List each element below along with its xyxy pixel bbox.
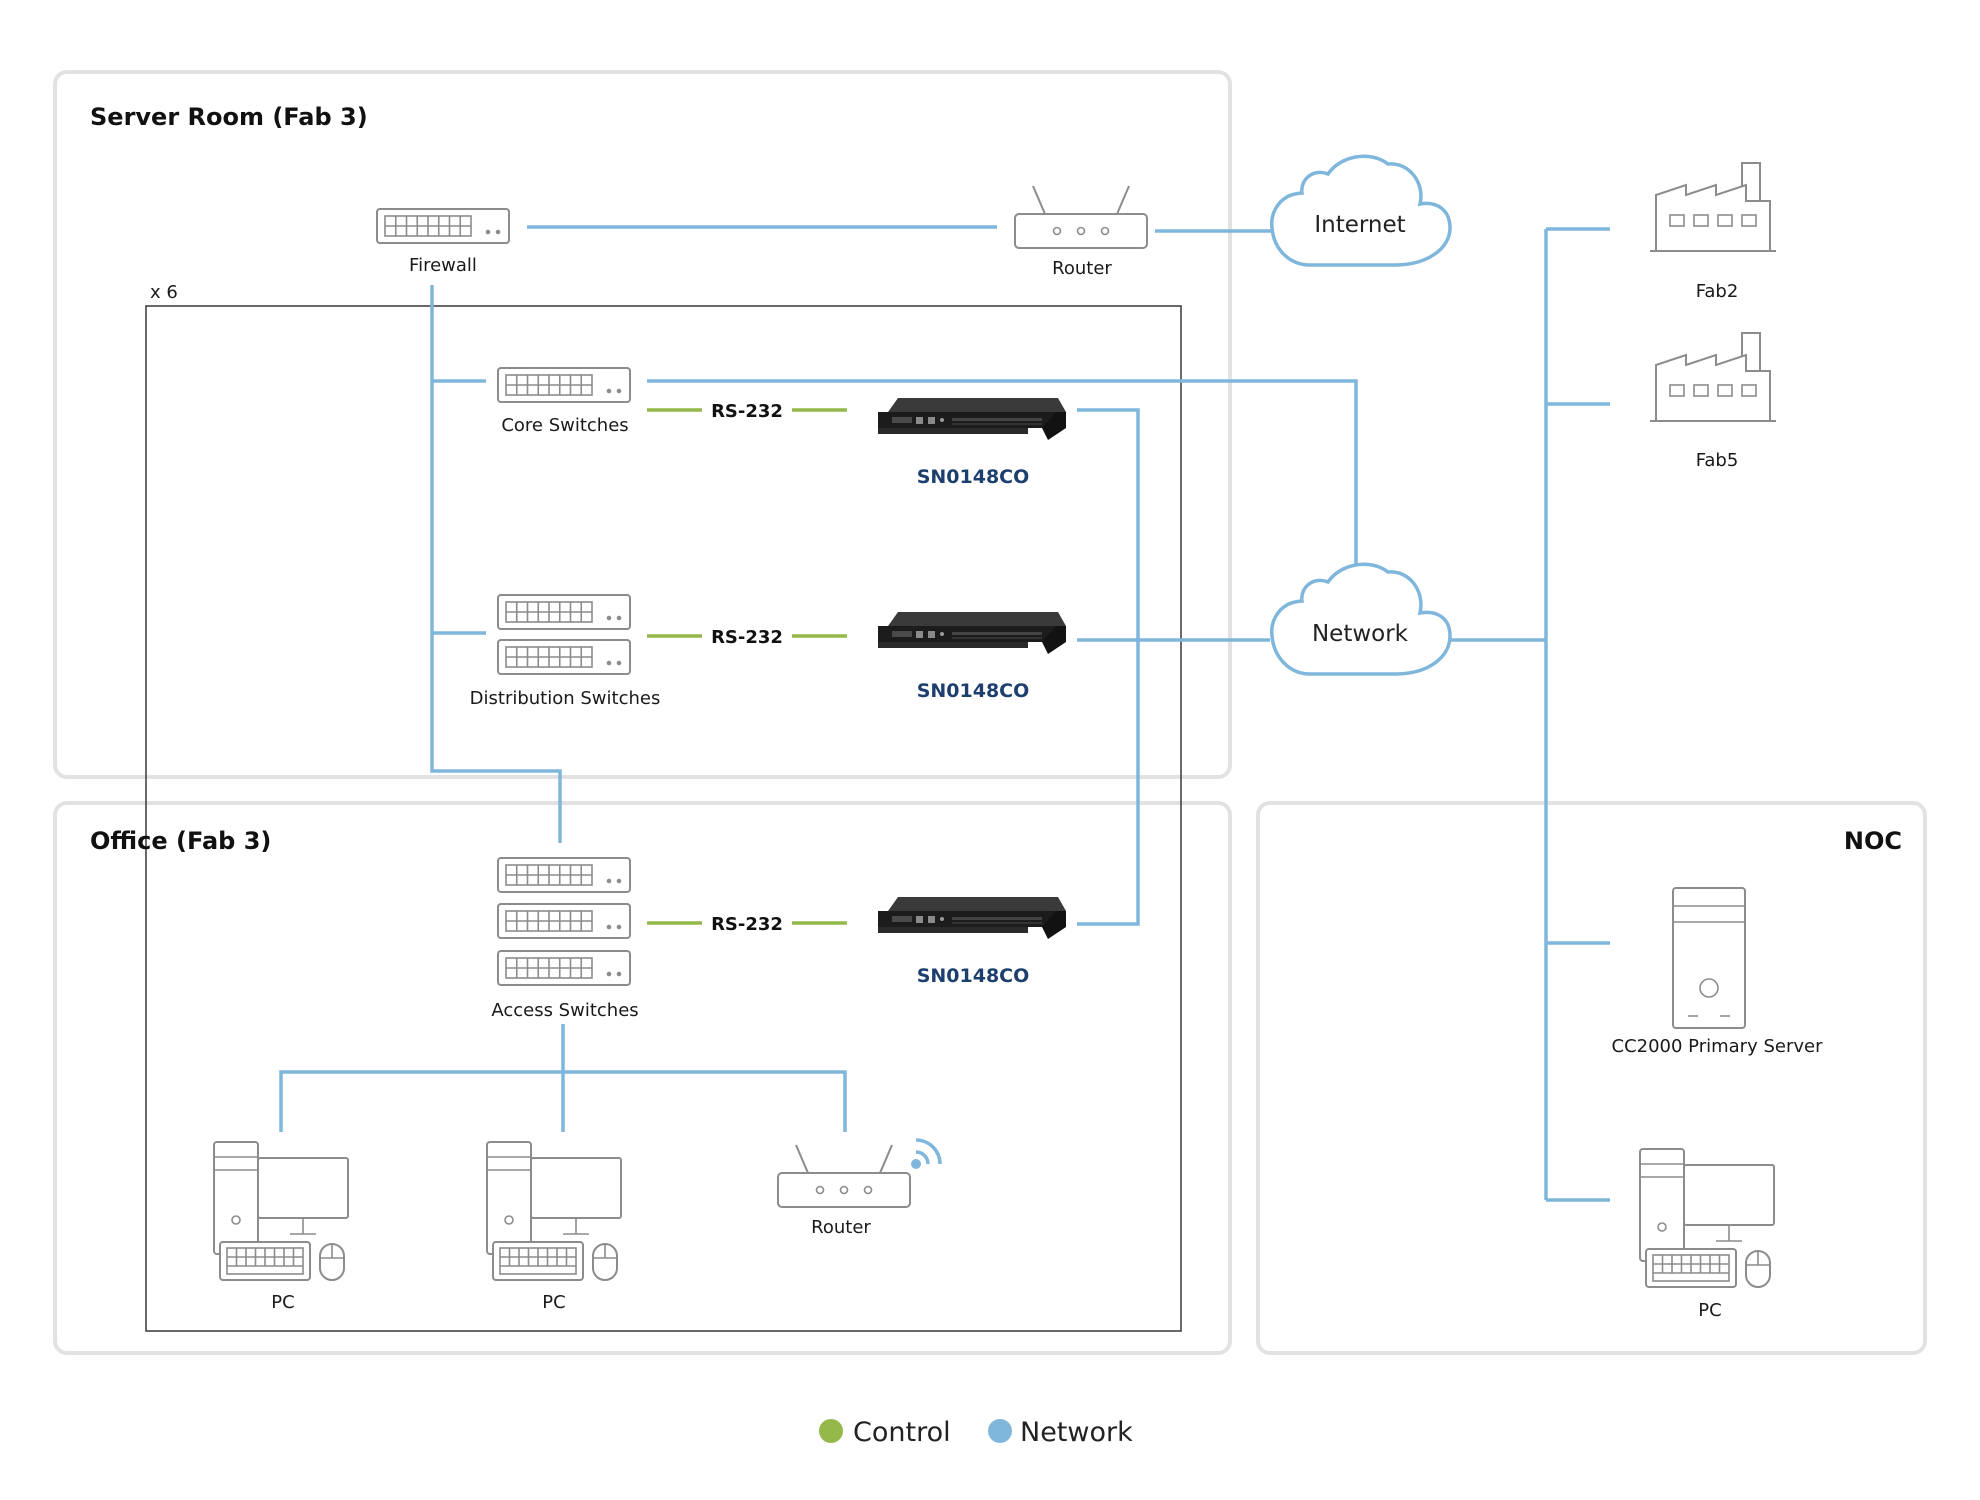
office-zone [53, 801, 1232, 1355]
internet-label: Internet [1314, 212, 1405, 238]
network-links [279, 225, 1610, 1202]
pc-label-1: PC [271, 1292, 294, 1313]
office-router-icon[interactable] [777, 1138, 942, 1208]
noc-pc-icon[interactable] [1639, 1148, 1775, 1288]
cc2000-server-icon[interactable] [1672, 887, 1746, 1029]
control-links [647, 408, 847, 925]
rs232-label-distribution: RS-232 [711, 627, 783, 648]
sn0148co-distribution[interactable] [878, 612, 1066, 654]
legend-network-dot [988, 1419, 1012, 1443]
noc-zone [1256, 801, 1927, 1355]
cc2000-label: CC2000 Primary Server [1612, 1036, 1824, 1057]
distribution-switches-label: Distribution Switches [470, 688, 661, 709]
sn0148co-access[interactable] [878, 897, 1066, 939]
rs232-label-access: RS-232 [711, 914, 783, 935]
rs232-label-core: RS-232 [711, 401, 783, 422]
firewall-label: Firewall [409, 255, 477, 276]
fab5-label: Fab5 [1696, 450, 1739, 471]
fab5-factory-icon[interactable] [1649, 332, 1777, 422]
x6-group-box [145, 305, 1182, 1332]
core-switches-label: Core Switches [501, 415, 628, 436]
pc-icon-1[interactable] [213, 1141, 349, 1281]
legend: Control Network [819, 1417, 1133, 1448]
pc-icon-2[interactable] [486, 1141, 622, 1281]
sn0148co-core[interactable] [878, 398, 1066, 440]
router-icon[interactable] [1014, 185, 1148, 249]
network-cloud-label: Network [1312, 621, 1409, 647]
distribution-switch-icon[interactable] [497, 594, 631, 675]
internet-cloud[interactable]: Internet [1270, 154, 1452, 267]
core-switch-icon[interactable] [497, 367, 631, 403]
server-room-zone [53, 70, 1232, 779]
pc-label-2: PC [542, 1292, 565, 1313]
fab2-label: Fab2 [1696, 281, 1739, 302]
access-switch-icon[interactable] [497, 857, 631, 986]
legend-control-label: Control [853, 1417, 951, 1448]
router-label: Router [1052, 258, 1112, 279]
office-title: Office (Fab 3) [90, 827, 271, 855]
legend-control-dot [819, 1419, 843, 1443]
noc-pc-label: PC [1698, 1300, 1721, 1321]
access-switches-label: Access Switches [491, 1000, 638, 1021]
office-router-label: Router [811, 1217, 871, 1238]
server-room-title: Server Room (Fab 3) [90, 103, 368, 131]
firewall-device[interactable] [376, 208, 510, 244]
network-cloud[interactable]: Network [1270, 562, 1452, 676]
multiplier-label: x 6 [150, 282, 178, 303]
legend-network-label: Network [1020, 1417, 1133, 1448]
fab2-factory-icon[interactable] [1649, 162, 1777, 252]
sn0148co-label-1: SN0148CO [917, 466, 1030, 488]
wifi-icon [911, 1138, 942, 1169]
sn0148co-label-2: SN0148CO [917, 680, 1030, 702]
sn0148co-label-3: SN0148CO [917, 965, 1030, 987]
noc-title: NOC [1844, 827, 1902, 855]
